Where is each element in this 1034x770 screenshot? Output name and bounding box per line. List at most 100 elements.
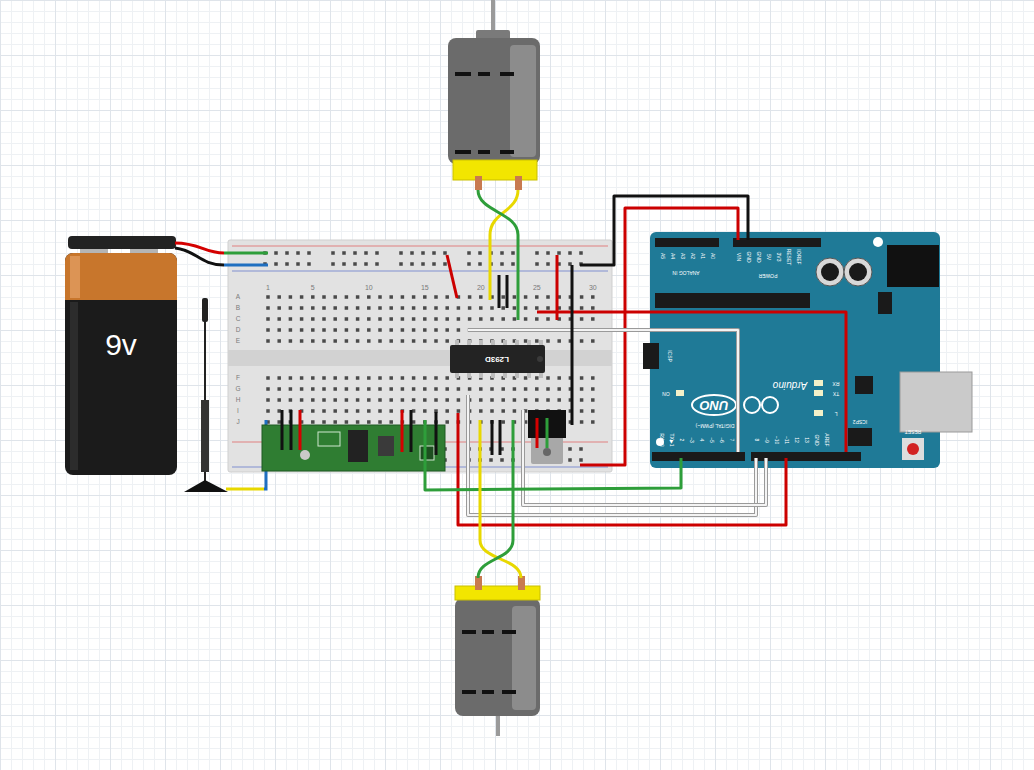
node-title: 9v (105, 330, 137, 360)
breadboard-hole (378, 376, 382, 380)
breadboard-hole (434, 398, 438, 402)
pin-label: 4 (699, 439, 704, 442)
breadboard-hole (322, 339, 326, 343)
breadboard-hole (311, 328, 315, 332)
breadboard-hole (535, 376, 539, 380)
breadboard-hole (401, 339, 405, 343)
breadboard-hole (557, 376, 561, 380)
breadboard-hole (296, 251, 300, 255)
arduino-uno-board-part (733, 238, 821, 247)
breadboard-hole (356, 420, 360, 424)
breadboard-hole (546, 387, 550, 391)
breadboard-hole (311, 306, 315, 310)
breadboard-hole (300, 339, 304, 343)
breadboard-hole (300, 306, 304, 310)
battery-label: 9v (65, 253, 177, 475)
breadboard-hole (513, 295, 517, 299)
breadboard-hole (468, 306, 472, 310)
pin-label: L (835, 411, 838, 416)
dc-motor-bottom-part (482, 690, 494, 694)
pin-label: ICSP (667, 350, 672, 362)
breadboard-part (232, 271, 608, 272)
breadboard-hole (322, 376, 326, 380)
breadboard-hole (367, 339, 371, 343)
breadboard-hole (410, 262, 414, 266)
dc-motor-bottom-part (502, 630, 516, 634)
breadboard-hole (580, 376, 584, 380)
breadboard-hole (535, 295, 539, 299)
breadboard-hole (580, 295, 584, 299)
breadboard-hole (274, 262, 278, 266)
breadboard-hole (389, 376, 393, 380)
breadboard-hole (423, 317, 427, 321)
row-letter: G (235, 386, 240, 393)
pin-label: TX (833, 391, 839, 396)
breadboard-hole (333, 339, 337, 343)
breadboard-hole (445, 339, 449, 343)
jumper-wires-part (468, 395, 756, 515)
pin-label: RX◀0 (659, 433, 664, 447)
breadboard-hole (333, 306, 337, 310)
breadboard-hole (412, 328, 416, 332)
jumper-wires-part (506, 275, 509, 308)
breadboard-hole (580, 306, 584, 310)
breadboard-hole (364, 251, 368, 255)
breadboard-hole (500, 262, 504, 266)
breadboard-hole (266, 339, 270, 343)
breadboard-hole (513, 317, 517, 321)
breadboard-hole (333, 420, 337, 424)
jumper-wires-part (468, 330, 738, 452)
breadboard-hole (513, 398, 517, 402)
breadboard-hole (367, 295, 371, 299)
breadboard-hole (378, 398, 382, 402)
pin-label: AREF (824, 433, 829, 446)
breadboard-hole (401, 328, 405, 332)
breadboard-hole (412, 317, 416, 321)
breadboard-hole (311, 398, 315, 402)
breadboard-hole (580, 317, 584, 321)
arduino-uno-board-part (744, 397, 760, 413)
breadboard-hole (478, 262, 482, 266)
breadboard-hole (443, 251, 447, 255)
breadboard-hole (478, 251, 482, 255)
module-jumpers-part (410, 410, 413, 452)
column-number: 25 (533, 284, 541, 291)
breadboard-hole (500, 458, 504, 462)
arduino-uno-board-part (655, 238, 719, 247)
breadboard-hole (423, 398, 427, 402)
pin-label: 8 (754, 439, 759, 442)
pin-label: 13 (804, 437, 809, 443)
breadboard-hole (535, 262, 539, 266)
breadboard-hole (524, 339, 528, 343)
breadboard-hole (378, 295, 382, 299)
column-number: 10 (365, 284, 373, 291)
breadboard-hole (412, 376, 416, 380)
module-jumpers-part (401, 410, 404, 452)
arduino-uno-board-part (878, 292, 892, 314)
breadboard-hole (331, 251, 335, 255)
breadboard-hole (367, 317, 371, 321)
breadboard-hole (311, 295, 315, 299)
battery-9v-part (68, 236, 176, 249)
arduino-uno-board-part (816, 258, 844, 286)
breadboard-hole (364, 262, 368, 266)
breadboard-hole (356, 317, 360, 321)
breadboard-hole (423, 295, 427, 299)
breadboard-hole (546, 262, 550, 266)
pin-label: ~9 (764, 437, 769, 443)
breadboard-hole (434, 295, 438, 299)
breadboard-part (228, 350, 612, 366)
breadboard-hole (421, 262, 425, 266)
dc-motor-top-part (510, 45, 536, 157)
breadboard-hole (535, 317, 539, 321)
breadboard-hole (457, 409, 461, 413)
antenna-part (201, 400, 209, 472)
breadboard-part (228, 240, 612, 472)
breadboard (228, 240, 612, 472)
pin-label: DIGITAL (PWM~) (696, 423, 735, 428)
module-jumpers-part (299, 410, 302, 450)
breadboard-hole (501, 306, 505, 310)
pin-label: A4 (670, 253, 675, 259)
voltage-regulator-part (536, 418, 539, 448)
breadboard-hole (580, 398, 584, 402)
